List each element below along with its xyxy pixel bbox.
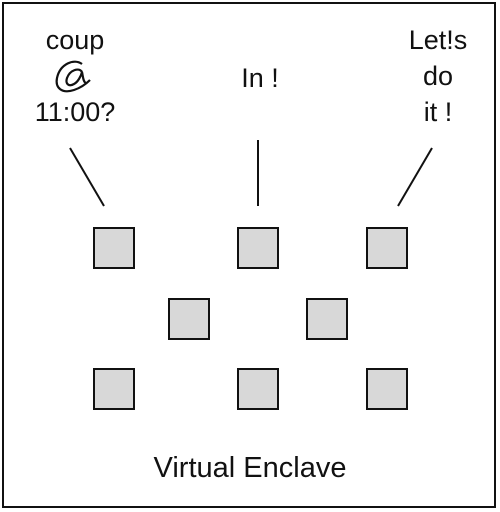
diagram-frame <box>2 2 496 508</box>
center-speech-text: In ! <box>200 60 320 96</box>
right-speech-line-2: do <box>422 61 454 91</box>
left-pointer-line <box>69 147 105 207</box>
node-bottom-center <box>237 368 279 410</box>
left-speech-text: coup 11:00? <box>15 22 135 130</box>
node-middle-left <box>168 298 210 340</box>
right-speech-text: Let!s do it ! <box>378 22 498 130</box>
node-top-left <box>93 227 135 269</box>
right-speech-line-1: Let!s <box>408 25 468 55</box>
node-bottom-right <box>366 368 408 410</box>
right-pointer-line <box>397 147 433 207</box>
left-speech-line-2: 11:00? <box>34 97 116 127</box>
left-speech-line-1: coup <box>45 25 105 55</box>
node-top-right <box>366 227 408 269</box>
diagram-caption: Virtual Enclave <box>153 452 347 484</box>
center-speech-line-1: In ! <box>241 63 279 93</box>
right-speech-line-3: it ! <box>423 97 453 127</box>
at-symbol-icon <box>55 60 91 93</box>
node-bottom-left <box>93 368 135 410</box>
node-top-center <box>237 227 279 269</box>
node-middle-right <box>306 298 348 340</box>
